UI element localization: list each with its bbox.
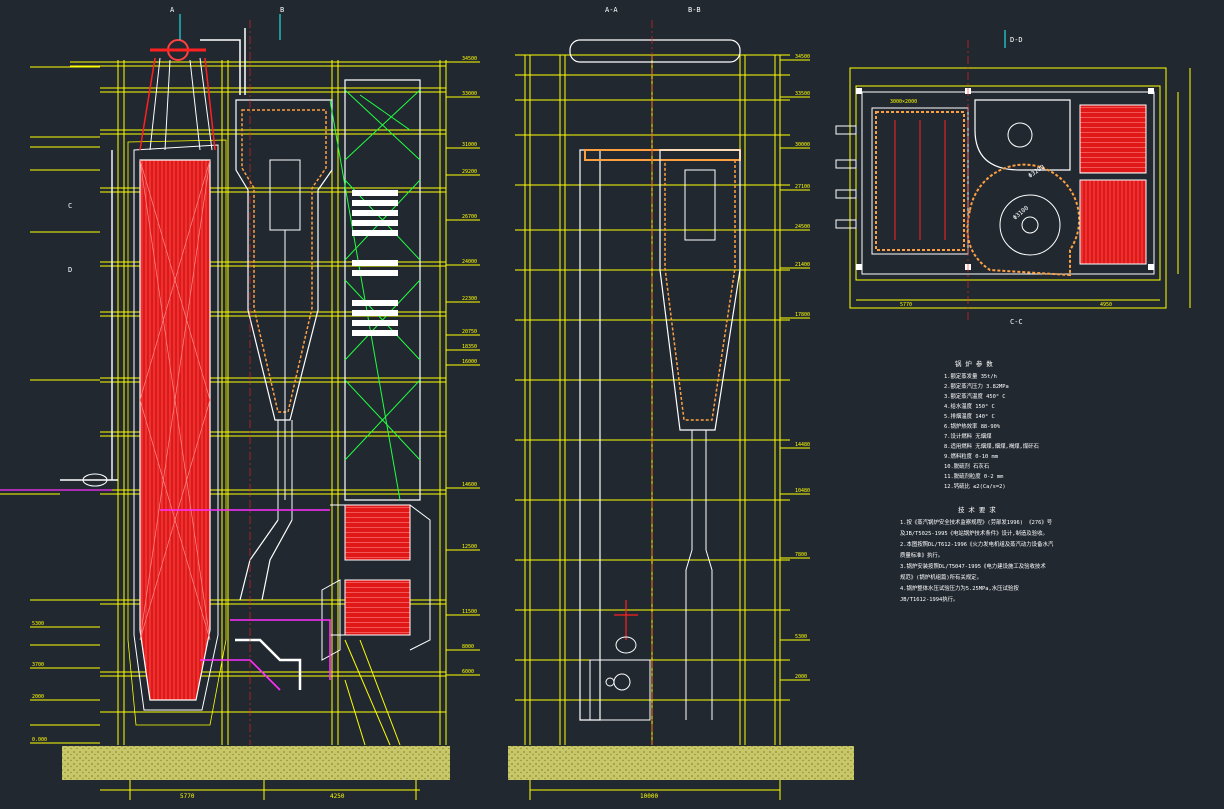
- left-elevation-labels: 34500 33000 31000 29200 26700 24000 2230…: [32, 56, 477, 743]
- plan-title-dd: D-D: [1010, 36, 1023, 44]
- requirements-title: 技 术 要 求: [958, 505, 996, 514]
- plan-tube-bank-lower: [1079, 179, 1147, 265]
- svg-text:5300: 5300: [32, 621, 44, 627]
- plan-dim-box: 3000×2000: [890, 99, 917, 105]
- svg-text:3700: 3700: [32, 662, 44, 668]
- svg-text:质量标准》执行。: 质量标准》执行。: [900, 551, 943, 559]
- mark-c: C: [68, 202, 72, 210]
- mark-b: B: [280, 6, 284, 14]
- parameters-block: 锅 炉 参 数 1.额定蒸发量 35t/h 2.额定蒸汽压力 3.82MPa 3…: [944, 359, 1040, 490]
- svg-text:31000: 31000: [462, 142, 477, 148]
- svg-text:30000: 30000: [795, 142, 810, 148]
- superheater-coils: [352, 190, 398, 336]
- svg-text:6000: 6000: [462, 669, 474, 675]
- left-elevation-view: [0, 14, 480, 800]
- plan-dim-w1: 5770: [900, 302, 912, 308]
- svg-text:10.脱硫剂 石灰石: 10.脱硫剂 石灰石: [944, 462, 990, 470]
- svg-text:10480: 10480: [795, 488, 810, 494]
- parameters-title: 锅 炉 参 数: [955, 359, 993, 368]
- svg-text:17800: 17800: [795, 312, 810, 318]
- svg-text:9.燃料粒度 0-10 mm: 9.燃料粒度 0-10 mm: [944, 452, 998, 460]
- bottom-dim-left1: 5770: [180, 793, 195, 800]
- mark-a: A: [170, 6, 175, 14]
- svg-text:34500: 34500: [462, 56, 477, 62]
- svg-text:规范》(锅炉机组篇)所有关规定。: 规范》(锅炉机组篇)所有关规定。: [900, 573, 982, 581]
- svg-text:2000: 2000: [32, 694, 44, 700]
- svg-text:4.锅炉整体水压试验压力为5.25MPa,水压试验按: 4.锅炉整体水压试验压力为5.25MPa,水压试验按: [900, 584, 1019, 592]
- svg-text:12.钙硫比 ≤2(Ca/s=2): 12.钙硫比 ≤2(Ca/s=2): [944, 482, 1006, 490]
- svg-text:24500: 24500: [795, 224, 810, 230]
- svg-text:4.给水温度 150° C: 4.给水温度 150° C: [944, 402, 995, 410]
- middle-elevation-labels: 34500 33500 30000 27100 24500 21400 1780…: [795, 54, 810, 680]
- plan-tube-bank-upper: [1079, 104, 1147, 174]
- svg-text:14600: 14600: [462, 482, 477, 488]
- foundation-left: [62, 746, 450, 780]
- svg-text:3.额定蒸汽温度 450° C: 3.额定蒸汽温度 450° C: [944, 392, 1006, 400]
- svg-text:24000: 24000: [462, 259, 477, 265]
- svg-text:1.按《蒸汽锅炉安全技术监察规程》(劳部发1996) 《27: 1.按《蒸汽锅炉安全技术监察规程》(劳部发1996) 《276》号: [900, 518, 1053, 526]
- svg-text:16000: 16000: [462, 359, 477, 365]
- svg-text:11.脱硫剂粒度 0-2 mm: 11.脱硫剂粒度 0-2 mm: [944, 472, 1003, 480]
- svg-text:6.锅炉热效率 88-90%: 6.锅炉热效率 88-90%: [944, 422, 1001, 430]
- svg-text:33000: 33000: [462, 91, 477, 97]
- svg-text:11500: 11500: [462, 609, 477, 615]
- svg-text:8.适用燃料 无烟煤,烟煤,褐煤,煤矸石: 8.适用燃料 无烟煤,烟煤,褐煤,煤矸石: [944, 442, 1040, 450]
- svg-text:2000: 2000: [795, 674, 807, 680]
- plan-title-cc: C-C: [1010, 318, 1023, 326]
- svg-text:JB/T1612-1994执行。: JB/T1612-1994执行。: [900, 595, 958, 603]
- svg-text:27100: 27100: [795, 184, 810, 190]
- svg-text:0.000: 0.000: [32, 737, 47, 743]
- section-bb-title: B-B: [688, 6, 701, 14]
- bottom-dim-mid: 10000: [640, 793, 658, 800]
- svg-text:5.排烟温度 140° C: 5.排烟温度 140° C: [944, 412, 995, 420]
- svg-text:2.本图按照DL/T612-1996《火力发电机组及蒸汽动力: 2.本图按照DL/T612-1996《火力发电机组及蒸汽动力设备水汽: [900, 540, 1054, 548]
- svg-text:7.设计燃料 无烟煤: 7.设计燃料 无烟煤: [944, 432, 992, 440]
- svg-text:29200: 29200: [462, 169, 477, 175]
- svg-text:33500: 33500: [795, 91, 810, 97]
- plan-dim-d1: Φ3100: [1012, 204, 1031, 221]
- mark-d: D: [68, 266, 72, 274]
- svg-text:21400: 21400: [795, 262, 810, 268]
- plan-dim-w2: 4950: [1100, 302, 1112, 308]
- svg-text:7800: 7800: [795, 552, 807, 558]
- svg-text:34500: 34500: [795, 54, 810, 60]
- plan-view: [835, 30, 1191, 320]
- svg-text:及JB/T5025-1995《电站锅炉技术条件》设计,制造及: 及JB/T5025-1995《电站锅炉技术条件》设计,制造及验收。: [900, 529, 1048, 537]
- svg-text:8000: 8000: [462, 644, 474, 650]
- svg-text:14480: 14480: [795, 442, 810, 448]
- svg-text:1.额定蒸发量 35t/h: 1.额定蒸发量 35t/h: [944, 372, 997, 380]
- section-aa-title: A-A: [605, 6, 618, 14]
- requirements-block: 技 术 要 求 1.按《蒸汽锅炉安全技术监察规程》(劳部发1996) 《276》…: [900, 505, 1054, 603]
- svg-text:26700: 26700: [462, 214, 477, 220]
- svg-text:5300: 5300: [795, 634, 807, 640]
- foundation-mid: [508, 746, 854, 780]
- bottom-dim-left2: 4250: [330, 793, 345, 800]
- economizer-lower: [344, 579, 411, 636]
- svg-text:12500: 12500: [462, 544, 477, 550]
- economizer-upper: [344, 504, 411, 561]
- middle-section-view: [515, 20, 810, 800]
- svg-text:22300: 22300: [462, 296, 477, 302]
- furnace-waterwall: [139, 159, 211, 701]
- svg-text:18350: 18350: [462, 344, 477, 350]
- svg-text:2.额定蒸汽压力 3.82MPa: 2.额定蒸汽压力 3.82MPa: [944, 382, 1009, 390]
- svg-text:3.锅炉安装按照DL/T5047-1995《电力建设施工及验: 3.锅炉安装按照DL/T5047-1995《电力建设施工及验收技术: [900, 562, 1046, 570]
- svg-text:20750: 20750: [462, 329, 477, 335]
